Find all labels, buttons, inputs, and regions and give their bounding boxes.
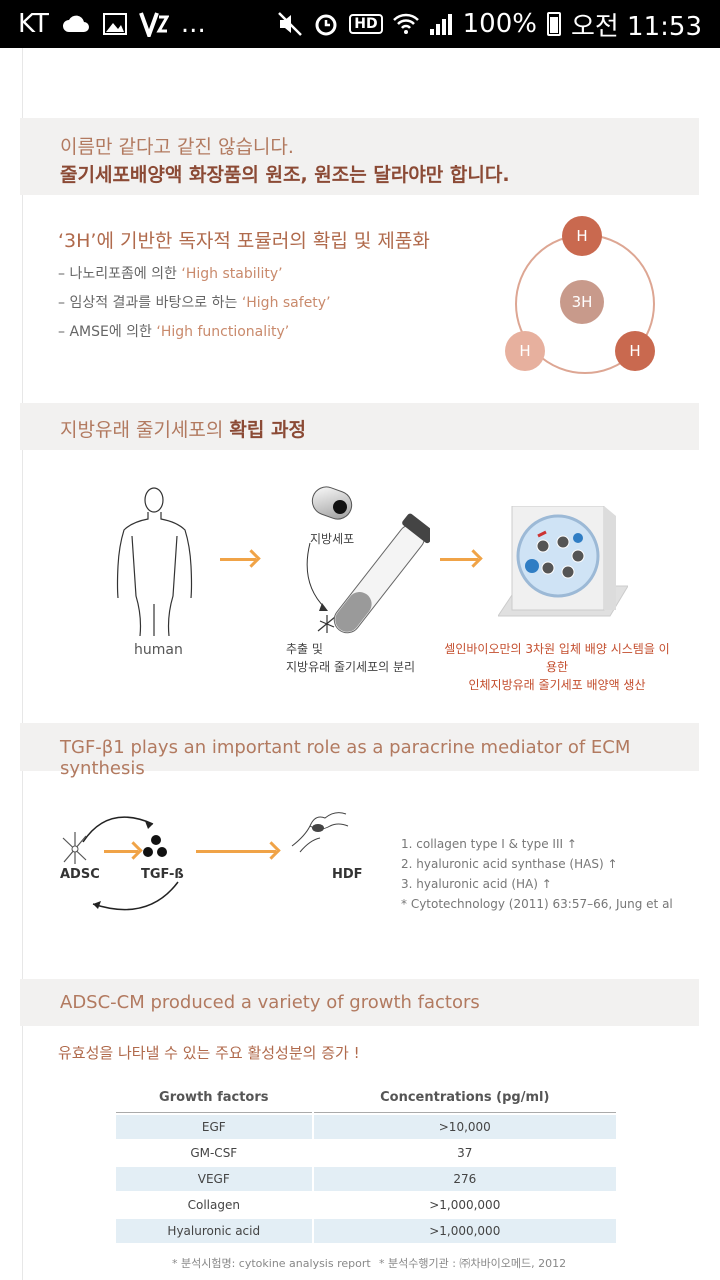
three-h-item-text: – 임상적 결과를 바탕으로 하는 bbox=[58, 295, 242, 311]
intro-banner: 이름만 같다고 같진 않습니다. 줄기세포배양액 화장품의 원조, 원조는 달라… bbox=[20, 118, 699, 195]
image-icon bbox=[102, 13, 127, 35]
hd-icon: HD bbox=[349, 14, 383, 34]
tgf-reference: * Cytotechnology (2011) 63:57–66, Jung e… bbox=[401, 897, 673, 911]
process-title-bold: 확립 과정 bbox=[229, 419, 306, 441]
process-arrow-1 bbox=[220, 558, 256, 561]
page-content: 이름만 같다고 같진 않습니다. 줄기세포배양액 화장품의 원조, 원조는 달라… bbox=[0, 48, 720, 1280]
fat-cell-label: 지방세포 bbox=[310, 532, 355, 546]
table-header-row: Growth factors Concentrations (pg/ml) bbox=[116, 1084, 616, 1110]
factor-name: VEGF bbox=[116, 1167, 312, 1191]
carrier-label: KT bbox=[18, 9, 49, 39]
more-notifications: ... bbox=[180, 9, 206, 39]
factor-name: EGF bbox=[116, 1115, 312, 1139]
clock: 오전 11:53 bbox=[570, 11, 702, 42]
tgf-effect-item: 2. hyaluronic acid synthase (HAS) ↑ bbox=[401, 857, 618, 871]
intro-line-2: 줄기세포배양액 화장품의 원조, 원조는 달라야만 합니다. bbox=[60, 164, 510, 186]
table-divider bbox=[116, 1112, 616, 1113]
adsc-to-tgf-arrow bbox=[104, 850, 138, 853]
three-h-item-emphasis: ‘High safety’ bbox=[241, 295, 331, 311]
h-node-right: H bbox=[615, 331, 655, 371]
hdf-label: HDF bbox=[332, 867, 363, 882]
wifi-icon bbox=[392, 12, 419, 36]
table-row: EGF>10,000 bbox=[116, 1115, 616, 1139]
extract-label-line-1: 추출 및 bbox=[286, 642, 323, 656]
tgf-effect-item: 3. hyaluronic acid (HA) ↑ bbox=[401, 877, 552, 891]
human-figure-icon bbox=[116, 487, 193, 636]
left-divider bbox=[22, 48, 23, 1280]
factor-value: >1,000,000 bbox=[313, 1219, 616, 1243]
hdf-cell-icon bbox=[291, 812, 349, 853]
three-h-item-1: – 나노리포좀에 의한 ‘High stability’ bbox=[58, 260, 331, 289]
table-row: Collagen >1,000,000 bbox=[116, 1193, 616, 1217]
extract-label-line-2: 지방유래 줄기세포의 분리 bbox=[286, 660, 416, 674]
three-h-list: – 나노리포좀에 의한 ‘High stability’ – 임상적 결과를 바… bbox=[58, 260, 331, 347]
process-title-prefix: 지방유래 줄기세포의 bbox=[60, 419, 230, 441]
three-h-diagram: H 3H H H bbox=[505, 216, 665, 376]
culture-label-line-2: 인체지방유래 줄기세포 배양액 생산 bbox=[468, 678, 646, 692]
column-header-concentration: Concentrations (pg/ml) bbox=[380, 1089, 550, 1105]
growth-banner: ADSC-CM produced a variety of growth fac… bbox=[20, 979, 699, 1026]
alarm-icon bbox=[313, 11, 339, 37]
process-arrow-2 bbox=[440, 558, 478, 561]
tgf-effects-list: 1. collagen type I & type III ↑ 2. hyalu… bbox=[401, 834, 618, 894]
vpn-icon bbox=[139, 11, 169, 37]
footnote-analysis: * 분석시험명: cytokine analysis report bbox=[172, 1257, 371, 1270]
tgf-cycle-diagram bbox=[62, 816, 179, 911]
factor-value: >1,000,000 bbox=[429, 1198, 501, 1212]
culture-system-icon bbox=[498, 506, 628, 617]
test-tube-icon bbox=[306, 513, 430, 634]
three-h-item-text: – AMSE에 의한 bbox=[58, 324, 157, 340]
growth-factor-table: Growth factors Concentrations (pg/ml) EG… bbox=[114, 1082, 618, 1245]
extract-label: 추출 및 지방유래 줄기세포의 분리 bbox=[286, 640, 415, 676]
factor-name: Hyaluronic acid bbox=[116, 1219, 312, 1243]
factor-value: >10,000 bbox=[313, 1115, 616, 1139]
growth-subtitle: 유효성을 나타낼 수 있는 주요 활성성분의 증가 ! bbox=[58, 1044, 360, 1062]
three-h-item-2: – 임상적 결과를 바탕으로 하는 ‘High safety’ bbox=[58, 289, 331, 318]
three-h-item-emphasis: ‘High functionality’ bbox=[156, 324, 290, 340]
culture-label: 셀인바이오만의 3차원 입체 배양 시스템을 이용한 인체지방유래 줄기세포 배… bbox=[442, 640, 672, 694]
three-h-title: ‘3H’에 기반한 독자적 포뮬러의 확립 및 제품화 bbox=[58, 230, 430, 252]
factor-name: GM-CSF bbox=[190, 1146, 238, 1160]
table-row: Hyaluronic acid>1,000,000 bbox=[116, 1219, 616, 1243]
footnote-institution: * 분석수행기관 : ㈜차바이오메드, 2012 bbox=[379, 1257, 567, 1270]
growth-title: ADSC-CM produced a variety of growth fac… bbox=[60, 992, 480, 1013]
process-title: 지방유래 줄기세포의 확립 과정 bbox=[60, 415, 306, 442]
process-banner: 지방유래 줄기세포의 확립 과정 bbox=[20, 403, 699, 450]
tgfb-label: TGF-ß bbox=[141, 867, 184, 882]
human-label: human bbox=[134, 642, 183, 658]
tgf-to-hdf-arrow bbox=[196, 850, 276, 853]
intro-line-1: 이름만 같다고 같진 않습니다. bbox=[60, 136, 294, 158]
culture-label-line-1: 셀인바이오만의 3차원 입체 배양 시스템을 이용한 bbox=[444, 642, 670, 674]
signal-icon bbox=[429, 12, 453, 36]
column-header-factor: Growth factors bbox=[159, 1089, 269, 1105]
table-row: GM-CSF 37 bbox=[116, 1141, 616, 1165]
tgf-title: TGF-β1 plays an important role as a para… bbox=[60, 737, 631, 779]
factor-value: 37 bbox=[457, 1146, 473, 1160]
status-bar: KT ... HD 100% 오전 11:53 bbox=[0, 0, 720, 48]
fat-cell-icon bbox=[311, 486, 353, 520]
factor-value: 276 bbox=[313, 1167, 616, 1191]
h-node-left: H bbox=[505, 331, 545, 371]
three-h-item-3: – AMSE에 의한 ‘High functionality’ bbox=[58, 318, 331, 347]
factor-name: Collagen bbox=[187, 1198, 240, 1212]
tgf-banner: TGF-β1 plays an important role as a para… bbox=[20, 723, 699, 779]
three-h-item-emphasis: ‘High stability’ bbox=[181, 266, 283, 282]
three-h-item-text: – 나노리포좀에 의한 bbox=[58, 266, 182, 282]
cloud-icon bbox=[61, 14, 91, 34]
battery-percent: 100% bbox=[462, 9, 537, 39]
mute-icon bbox=[277, 11, 303, 37]
h-node-top: H bbox=[562, 216, 602, 256]
battery-icon bbox=[546, 12, 561, 36]
three-h-center-node: 3H bbox=[560, 280, 604, 324]
adsc-label: ADSC bbox=[60, 867, 100, 882]
tgf-effect-item: 1. collagen type I & type III ↑ bbox=[401, 837, 577, 851]
